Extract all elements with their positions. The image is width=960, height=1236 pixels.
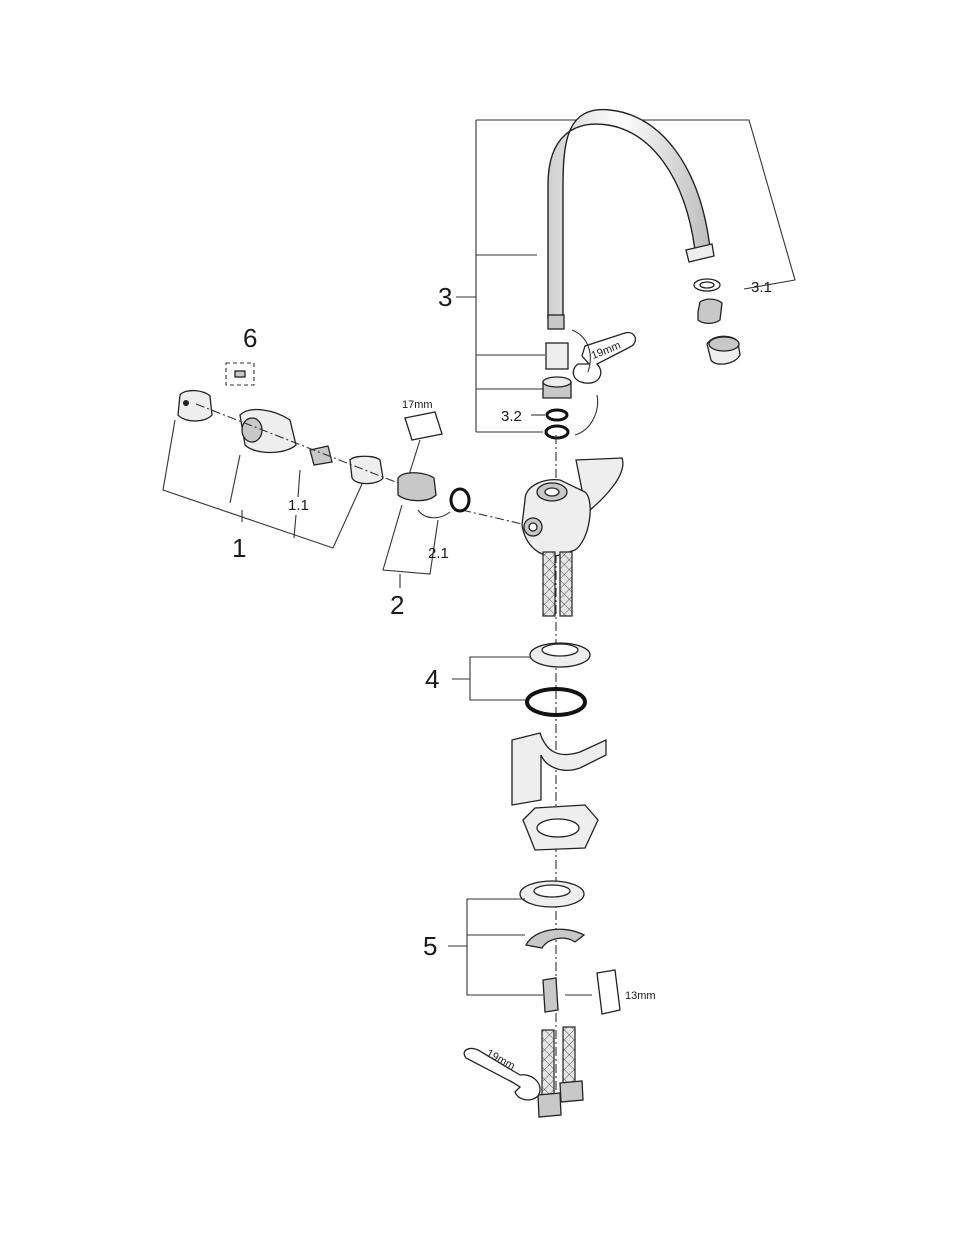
- hose-nut-left: [537, 1092, 562, 1118]
- indicator-cap: [234, 370, 246, 378]
- label-2: 2: [390, 590, 404, 620]
- cartridge-body: [397, 472, 437, 502]
- socket-17mm-label: 17mm: [402, 399, 433, 411]
- supply-hose-left: [542, 551, 556, 617]
- bracket-3-1: [476, 119, 796, 290]
- socket-13mm: [596, 969, 621, 1015]
- wrench-19mm-bottom: [463, 1047, 541, 1101]
- base-ring-group: 4: [425, 642, 591, 717]
- label-3-2: 3.2: [501, 408, 522, 425]
- countertop-section: [511, 732, 607, 806]
- label-2-1: 2.1: [428, 545, 449, 562]
- label-1-1: 1.1: [288, 497, 309, 514]
- socket-17mm: [404, 411, 443, 441]
- label-1: 1: [232, 533, 246, 563]
- handle-cap: [177, 389, 213, 422]
- spout-tube: [547, 108, 711, 319]
- bracket-2: [382, 504, 439, 575]
- socket-13mm-label: 13mm: [625, 990, 656, 1002]
- bracket-4: [469, 656, 530, 701]
- fixing-set: 13mm 5: [423, 880, 656, 1015]
- spout-assembly: 19mm 3 3.1 3.2: [438, 108, 796, 440]
- base-oring-4: [525, 687, 587, 717]
- oring-2-1: [449, 487, 471, 513]
- spout-base-thread: [547, 314, 565, 330]
- handle-assembly: 6 1 1.1: [162, 323, 417, 563]
- label-5: 5: [423, 931, 437, 961]
- hose-connection: 19mm: [463, 1026, 584, 1118]
- label-6: 6: [243, 323, 257, 353]
- handle-screw: [309, 445, 333, 466]
- spout-tip: [685, 243, 715, 263]
- fixing-stud: [542, 977, 559, 1013]
- label-4: 4: [425, 664, 439, 694]
- bracket-5: [466, 898, 543, 996]
- indicator-box-6: [225, 362, 255, 386]
- aerator-insert: [697, 298, 723, 325]
- spout-sleeve: [545, 342, 569, 370]
- body-housing: [521, 479, 591, 557]
- label-3: 3: [438, 282, 452, 312]
- hose-nut-right: [559, 1080, 584, 1103]
- supply-hose-right: [559, 551, 573, 617]
- label-3-1: 3.1: [751, 279, 772, 296]
- handle-ring: [349, 455, 384, 485]
- bracket-1: [162, 419, 363, 549]
- hose-bottom-left: [541, 1029, 555, 1096]
- cartridge-assembly: 17mm 2 2.1: [382, 399, 471, 620]
- hose-bottom-right: [562, 1026, 576, 1086]
- wrench-arc: [571, 329, 591, 373]
- oring-3-2-upper: [545, 408, 569, 422]
- fixing-crescent: [525, 928, 586, 949]
- oring-3-2-lower: [544, 424, 570, 440]
- faucet-body: [461, 457, 624, 617]
